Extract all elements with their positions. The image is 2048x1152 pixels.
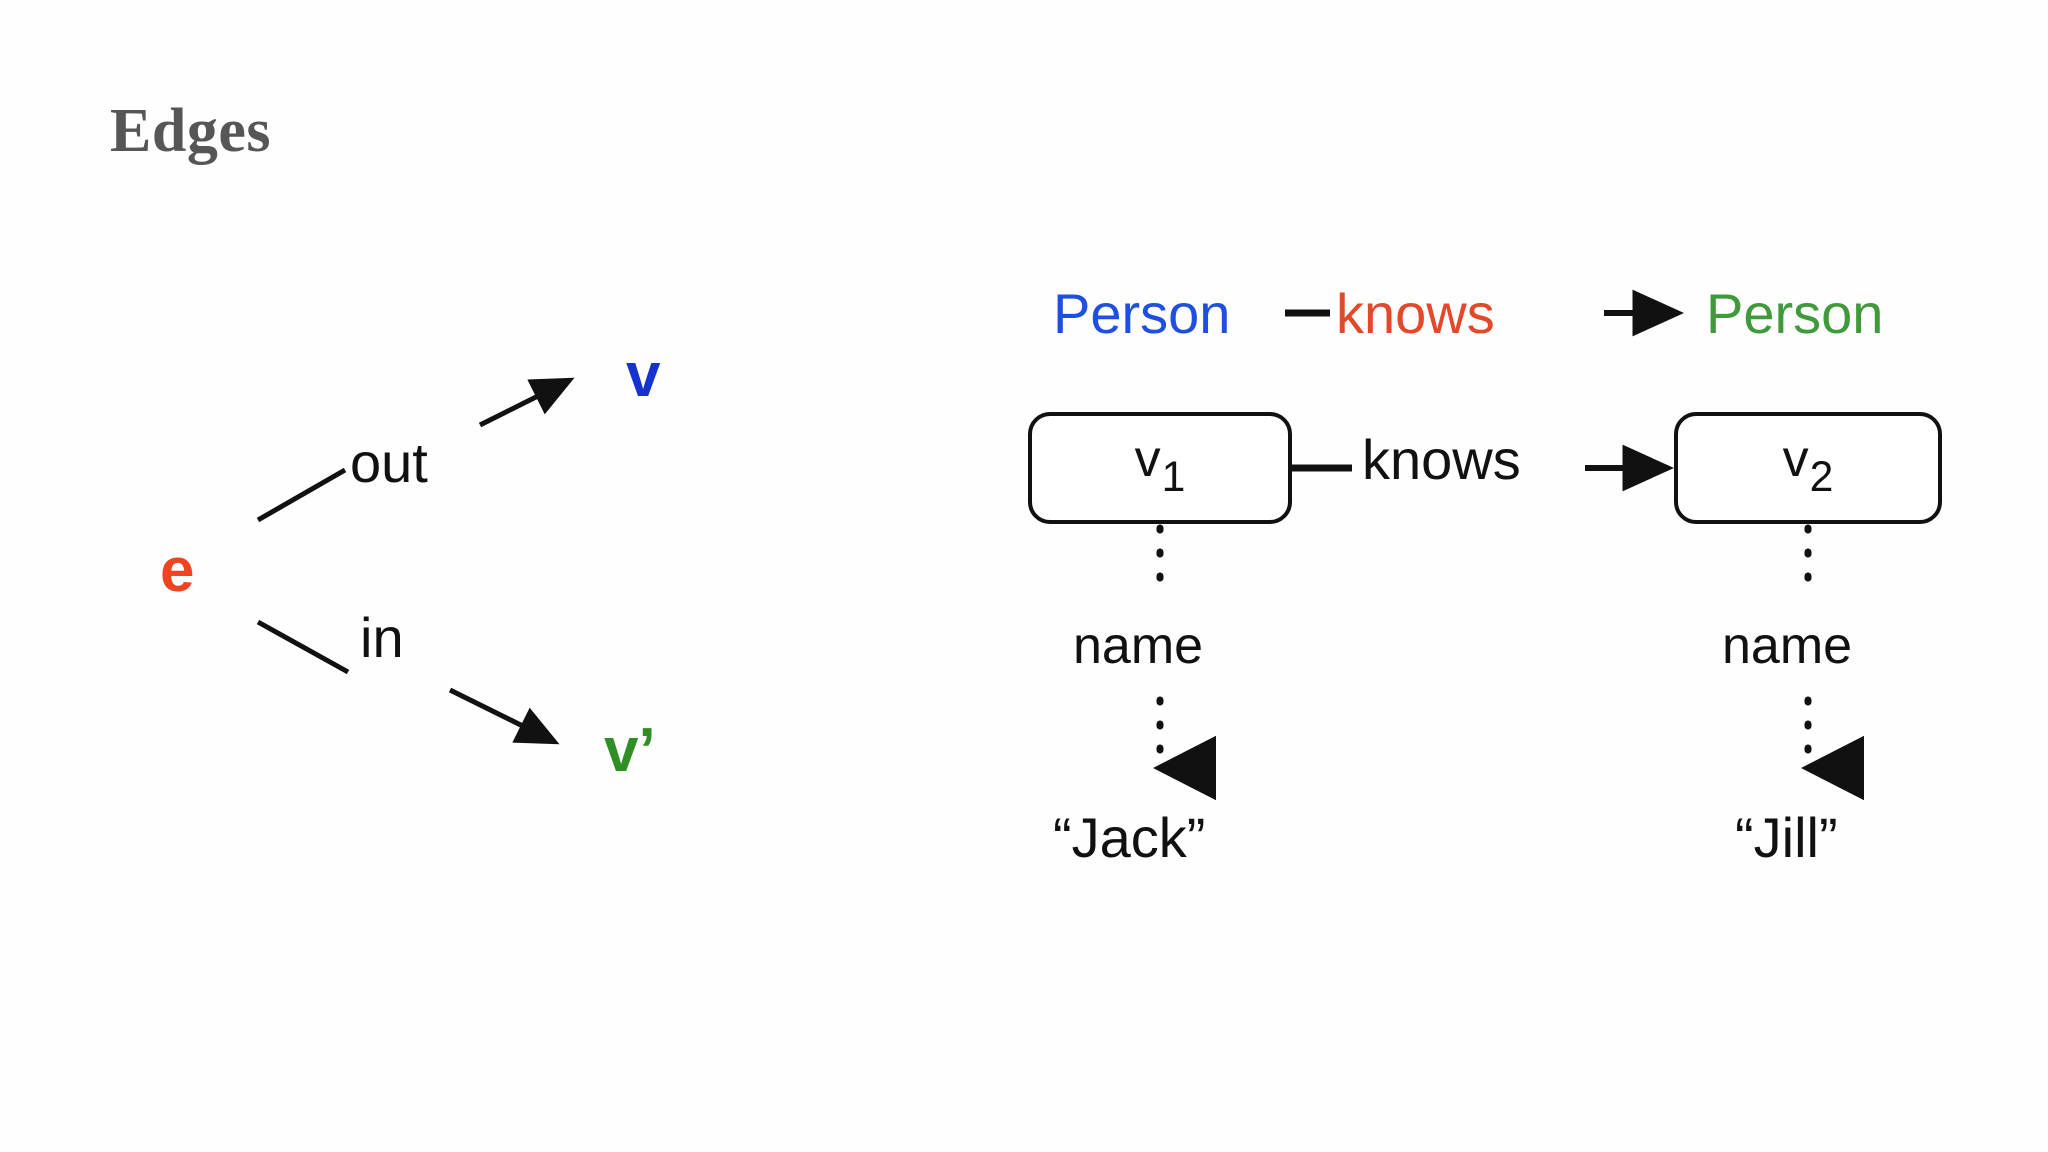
vertex-box-v1-subscript: 1 [1161, 452, 1186, 501]
out-vertex-label: v [626, 341, 661, 410]
schema-out-type-label: Person [1053, 282, 1231, 345]
v2-property-value-label: “Jill” [1735, 806, 1838, 869]
vertex-box-v1-label: v1 [1134, 430, 1186, 501]
in-port-label: in [360, 606, 404, 669]
v1-property-value-label: “Jack” [1053, 806, 1206, 869]
page-title: Edges [110, 97, 271, 165]
v2-property-key-label: name [1722, 617, 1853, 675]
schema-in-type-label: Person [1706, 282, 1884, 345]
vertex-box-v2[interactable]: v2 [1674, 412, 1942, 524]
vertex-box-v1[interactable]: v1 [1028, 412, 1292, 524]
vertex-box-v2-subscript: 2 [1809, 452, 1834, 501]
vertex-box-v2-label: v2 [1782, 430, 1834, 501]
edge-identifier-label: e [160, 536, 195, 605]
instance-edge-label: knows [1362, 428, 1521, 491]
out-port-label: out [350, 431, 428, 494]
in-vertex-label: v’ [604, 716, 656, 785]
schema-edge-label: knows [1336, 282, 1495, 345]
v1-property-key-label: name [1073, 617, 1204, 675]
